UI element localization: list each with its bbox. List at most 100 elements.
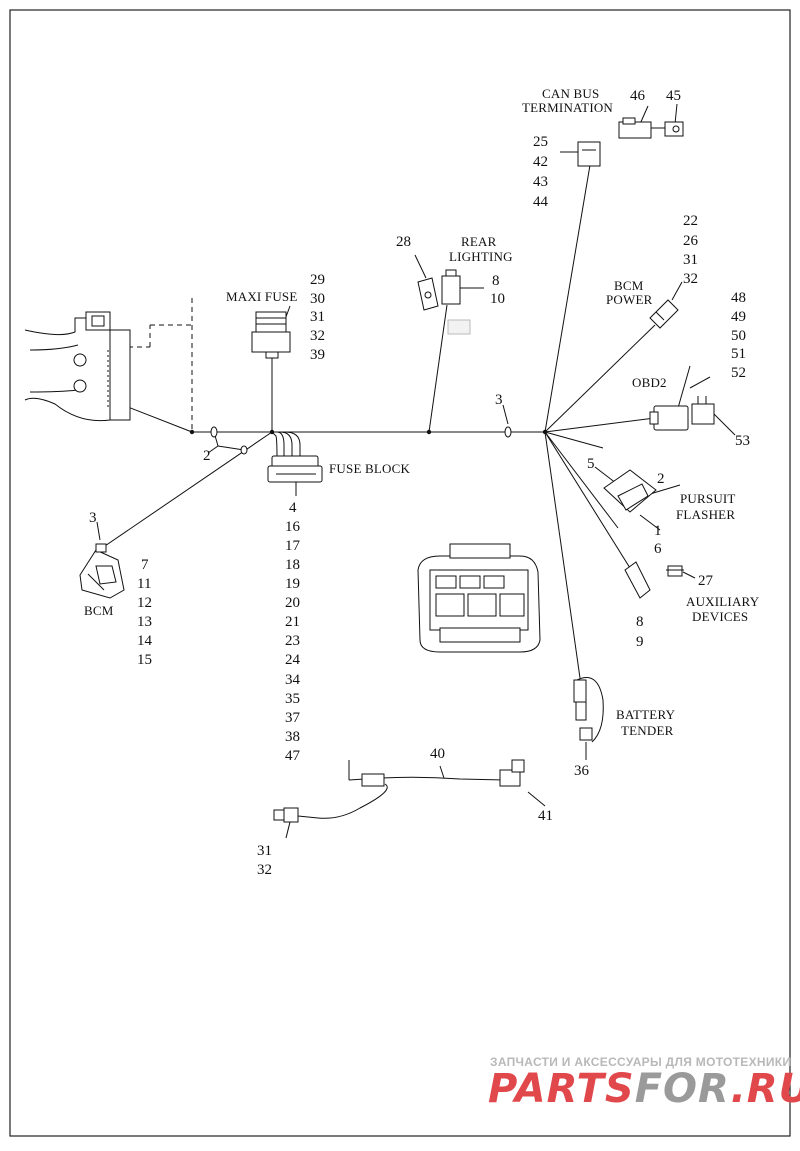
ref-31-bcm: 31 <box>683 252 698 268</box>
ref-19: 19 <box>285 576 300 592</box>
ref-39: 39 <box>310 347 325 363</box>
ref-7: 7 <box>141 557 149 573</box>
ref-32-bcm: 32 <box>683 271 698 287</box>
ref-12: 12 <box>137 595 152 611</box>
can-bus-termination-icon <box>577 117 684 167</box>
ref-3-trunk: 3 <box>495 392 503 408</box>
ref-18: 18 <box>285 557 300 573</box>
pursuit-flasher-caption-1: PURSUIT <box>680 491 736 506</box>
ref-3-bcm: 3 <box>89 510 97 526</box>
auxiliary-devices-connector-icon <box>624 561 684 599</box>
ref-20: 20 <box>285 595 300 611</box>
ref-47: 47 <box>285 748 301 764</box>
watermark-logo-a: PARTS <box>488 1066 635 1112</box>
ref-50: 50 <box>731 328 746 344</box>
battery-tender-connector-icon <box>573 679 593 741</box>
ref-23: 23 <box>285 633 300 649</box>
ref-14: 14 <box>137 633 153 649</box>
fuse-block-icon <box>267 455 323 483</box>
rear-lighting-caption-2: LIGHTING <box>449 249 513 264</box>
auxiliary-caption-1: AUXILIARY <box>686 594 760 609</box>
ref-13: 13 <box>137 614 152 630</box>
bcm-caption: BCM <box>84 603 114 618</box>
ref-46: 46 <box>630 88 646 104</box>
ref-30: 30 <box>310 291 325 307</box>
ref-43: 43 <box>533 174 548 190</box>
component-labels: CAN BUS TERMINATION 46 45 25 42 43 44 28… <box>84 86 760 878</box>
ref-36: 36 <box>574 763 590 779</box>
watermark-logo-c: .RU <box>731 1066 800 1112</box>
ref-40: 40 <box>430 746 445 762</box>
ref-10: 10 <box>490 291 505 307</box>
ref-2-flasher: 2 <box>657 471 665 487</box>
ref-21: 21 <box>285 614 300 630</box>
ref-2-ground: 2 <box>203 448 211 464</box>
ref-32-sub: 32 <box>257 862 272 878</box>
ref-31-sub: 31 <box>257 843 272 859</box>
ref-42: 42 <box>533 154 548 170</box>
harness-clip-icon <box>210 426 512 455</box>
watermark: ЗАПЧАСТИ И АКСЕССУАРЫ ДЛЯ МОТОТЕХНИКИ PA… <box>488 1055 800 1112</box>
ref-38: 38 <box>285 729 300 745</box>
ref-44: 44 <box>533 194 549 210</box>
splice-points <box>189 429 548 435</box>
fuse-block-caption: FUSE BLOCK <box>329 461 411 476</box>
obd2-caption: OBD2 <box>632 375 667 390</box>
battery-tender-caption-2: TENDER <box>621 723 674 738</box>
ref-53: 53 <box>735 433 750 449</box>
ref-15: 15 <box>137 652 152 668</box>
can-bus-caption-2: TERMINATION <box>522 100 613 115</box>
ref-17: 17 <box>285 538 301 554</box>
maxi-fuse-connector-icon <box>251 311 291 359</box>
ref-37: 37 <box>285 710 301 726</box>
watermark-tagline: ЗАПЧАСТИ И АКСЕССУАРЫ ДЛЯ МОТОТЕХНИКИ <box>490 1055 791 1069</box>
battery-tender-caption-1: BATTERY <box>616 707 676 722</box>
ref-4: 4 <box>289 500 297 516</box>
ref-5: 5 <box>587 456 595 472</box>
pursuit-flasher-caption-2: FLASHER <box>676 507 735 522</box>
fuse-box-detail-icon <box>417 543 541 653</box>
can-bus-caption-1: CAN BUS <box>542 86 599 101</box>
ref-16: 16 <box>285 519 301 535</box>
ref-29: 29 <box>310 272 325 288</box>
watermark-logo-b: FOR <box>635 1066 731 1112</box>
bcm-power-caption-1: BCM <box>614 278 644 293</box>
bcm-power-caption-2: POWER <box>606 292 653 307</box>
bcm-power-connector-icon <box>649 299 679 329</box>
ref-31-maxi: 31 <box>310 309 325 325</box>
ref-8-aux: 8 <box>636 614 644 630</box>
ref-1: 1 <box>654 523 662 539</box>
rear-lighting-connector-icon <box>417 269 471 335</box>
ref-11: 11 <box>137 576 151 592</box>
frame-bracket-icon <box>24 311 131 422</box>
auxiliary-caption-2: DEVICES <box>692 609 748 624</box>
obd2-connector-icon <box>649 396 715 431</box>
ref-26: 26 <box>683 233 699 249</box>
sub-harness-connectors-icon <box>273 759 525 823</box>
ref-51: 51 <box>731 346 746 362</box>
ref-25: 25 <box>533 134 548 150</box>
ref-24: 24 <box>285 652 301 668</box>
watermark-logo: PARTSFOR.RU <box>488 1066 800 1112</box>
ref-28: 28 <box>396 234 411 250</box>
ref-32-maxi: 32 <box>310 328 325 344</box>
ref-49: 49 <box>731 309 746 325</box>
rear-lighting-caption-1: REAR <box>461 234 497 249</box>
pursuit-flasher-icon <box>603 469 657 513</box>
ref-9: 9 <box>636 634 644 650</box>
ref-6: 6 <box>654 541 662 557</box>
ref-22: 22 <box>683 213 698 229</box>
ref-34: 34 <box>285 672 301 688</box>
ref-27: 27 <box>698 573 714 589</box>
ref-52: 52 <box>731 365 746 381</box>
harness-wires <box>96 103 736 839</box>
page-border <box>9 9 791 1137</box>
ref-41: 41 <box>538 808 553 824</box>
ref-48: 48 <box>731 290 746 306</box>
maxi-fuse-caption: MAXI FUSE <box>226 289 298 304</box>
ref-8-rear: 8 <box>492 273 500 289</box>
ref-35: 35 <box>285 691 300 707</box>
bcm-module-icon <box>79 543 125 599</box>
